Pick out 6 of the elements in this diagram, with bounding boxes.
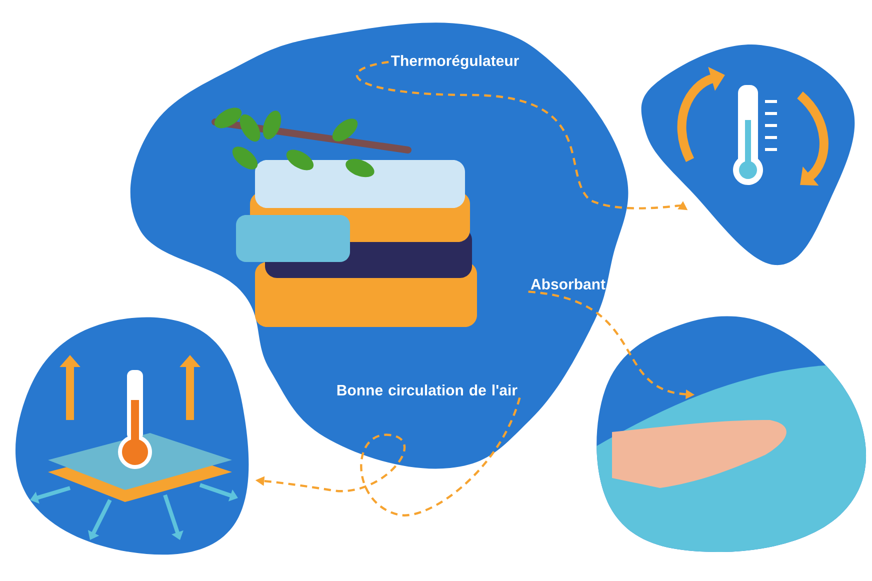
label-text: Bonne circulation de l'air (337, 384, 518, 396)
hand-water-drawing (596, 316, 866, 552)
thermometer-drawing (641, 44, 855, 265)
label-text: Absorbant (530, 278, 606, 290)
label-text: Thermorégulateur (391, 54, 519, 70)
air-circulation-drawing (15, 317, 249, 555)
